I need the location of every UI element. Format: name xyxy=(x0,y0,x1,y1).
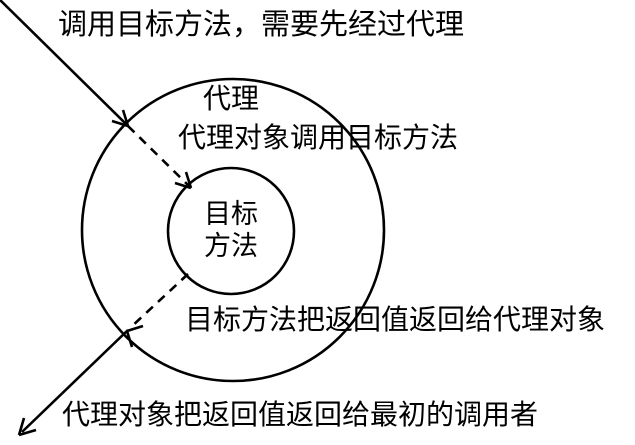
proxy-to-caller-arrow xyxy=(17,329,129,437)
inner-circle-target-method xyxy=(166,166,296,296)
label-proxy-returns-to-caller: 代理对象把返回值返回给最初的调用者 xyxy=(62,398,539,431)
label-target-method-line2: 方法 xyxy=(204,231,258,262)
outer-circle-proxy xyxy=(80,77,386,383)
label-top-caption: 调用目标方法，需要先经过代理 xyxy=(58,7,465,41)
target-to-proxy-arrow xyxy=(125,273,189,348)
label-proxy: 代理 xyxy=(203,82,260,115)
label-target-method-line1: 目标 xyxy=(204,199,258,230)
proxy-to-target-arrow xyxy=(127,125,193,190)
label-proxy-invokes-target: 代理对象调用目标方法 xyxy=(178,121,459,154)
incoming-call-arrow xyxy=(0,0,130,128)
label-target-returns-to-proxy: 目标方法把返回值返回给代理对象 xyxy=(185,303,606,336)
